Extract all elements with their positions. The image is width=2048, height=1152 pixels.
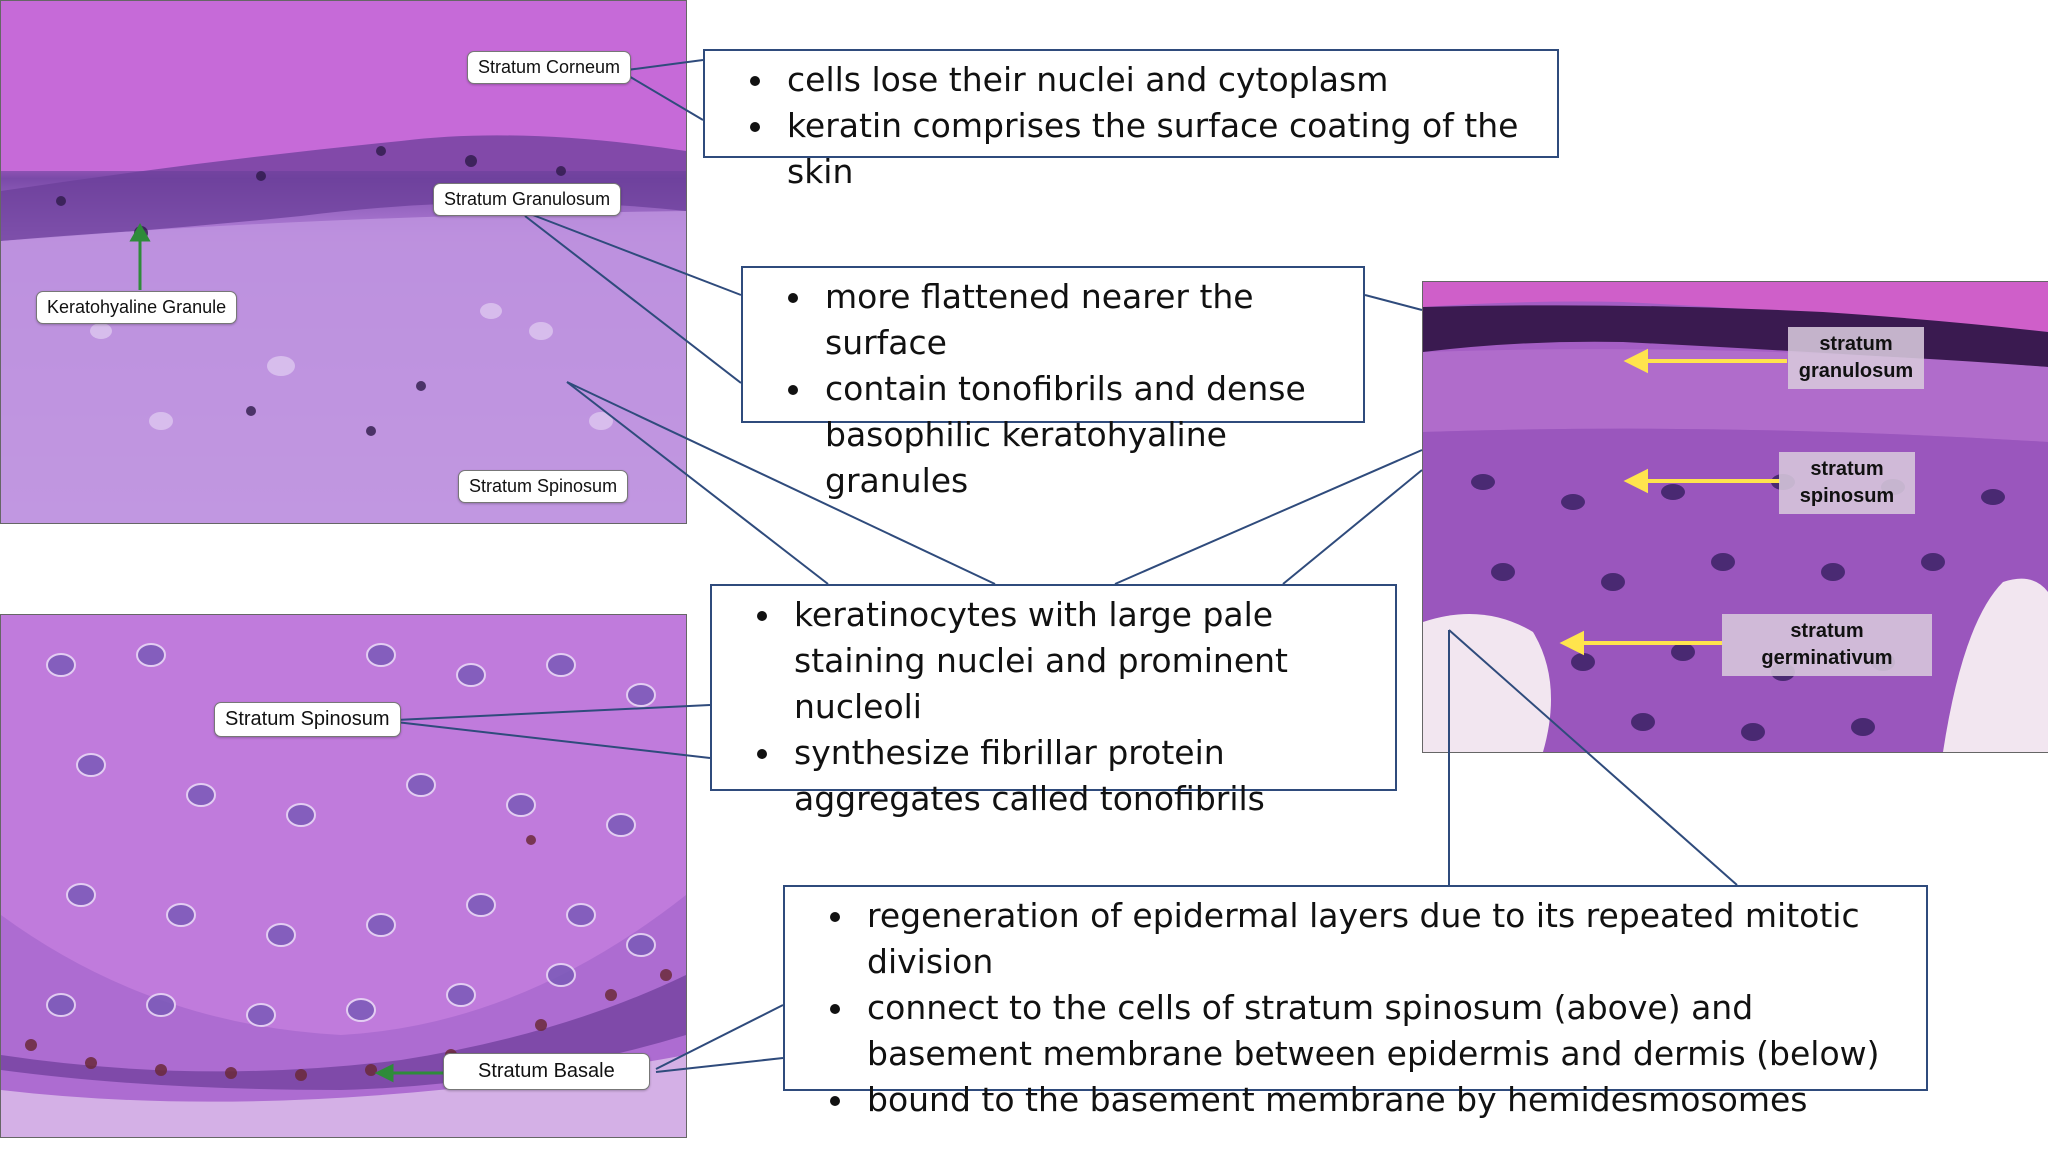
basale-point-3: bound to the basement membrane by hemide… — [857, 1077, 1906, 1123]
label-right-stratum-granulosum: stratum granulosum — [1788, 327, 1924, 389]
description-stratum-corneum: cells lose their nuclei and cytoplasm ke… — [703, 49, 1559, 191]
spinosum-point-1: keratinocytes with large pale staining n… — [784, 592, 1375, 730]
description-stratum-granulosum: more flattened nearer the surface contai… — [741, 266, 1365, 500]
corneum-point-2: keratin comprises the surface coating of… — [777, 103, 1537, 195]
label-right-stratum-spinosum: stratum spinosum — [1779, 452, 1915, 514]
label-stratum-spinosum-bottom: Stratum Spinosum — [214, 702, 401, 737]
label-stratum-spinosum-top: Stratum Spinosum — [458, 470, 629, 503]
line-right-granulosum-to-desc — [1364, 294, 1423, 311]
description-stratum-spinosum: keratinocytes with large pale staining n… — [710, 584, 1397, 818]
label-stratum-granulosum: Stratum Granulosum — [433, 183, 622, 216]
micrograph-right — [1422, 281, 2048, 753]
basale-point-1: regeneration of epidermal layers due to … — [857, 893, 1906, 985]
spinosum-point-2: synthesize fibrillar protein aggregates … — [784, 730, 1375, 822]
label-right-stratum-germinativum: stratum germinativum — [1722, 614, 1932, 676]
label-stratum-basale: Stratum Basale — [443, 1053, 650, 1090]
basale-point-2: connect to the cells of stratum spinosum… — [857, 985, 1906, 1077]
corneum-point-1: cells lose their nuclei and cytoplasm — [777, 57, 1537, 103]
granulosum-point-1: more flattened nearer the surface — [815, 274, 1343, 366]
granulosum-point-2: contain tonofibrils and dense basophilic… — [815, 366, 1343, 504]
label-keratohyaline-granule: Keratohyaline Granule — [36, 291, 238, 324]
description-stratum-basale: regeneration of epidermal layers due to … — [783, 885, 1928, 1119]
micrograph-right-image — [1423, 282, 2048, 752]
label-stratum-corneum: Stratum Corneum — [467, 51, 632, 84]
